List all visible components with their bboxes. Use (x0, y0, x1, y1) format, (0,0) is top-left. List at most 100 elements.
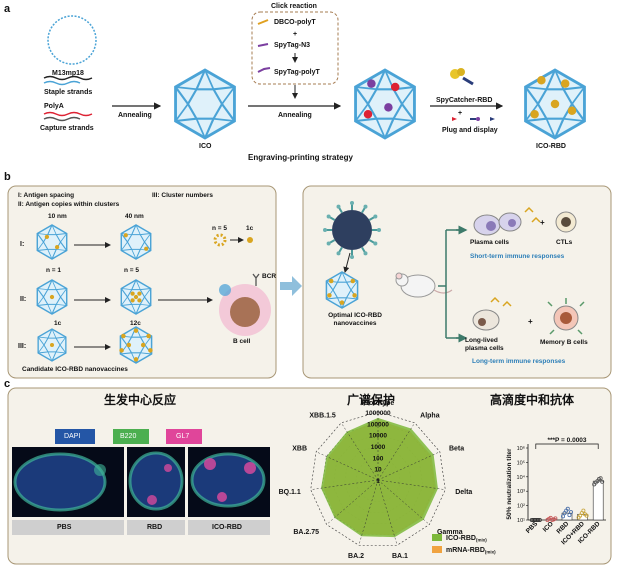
annealing-1-label: Annealing (118, 112, 152, 119)
ico-engraved-icon (354, 68, 416, 140)
rbd-cluster-icon (213, 233, 253, 247)
radar-axis-label: BA.2 (348, 553, 364, 560)
tissue-pbs (13, 452, 107, 512)
group-rbd-label: RBD (147, 524, 163, 531)
titer-point (598, 476, 603, 481)
plus-long: + (528, 317, 533, 326)
ico-label: ICO (199, 143, 212, 150)
row1-label: I: (20, 241, 25, 248)
radar-spoke (377, 451, 440, 481)
stain-b220-swatch (113, 429, 149, 444)
candidate-label: Candidate ICO-RBD nanovaccines (22, 366, 128, 373)
radar-spoke (377, 479, 398, 546)
titer-point (561, 514, 566, 519)
mouse-icon (395, 272, 453, 298)
candidate-icos (36, 224, 153, 364)
row3-label: III: (18, 343, 27, 350)
optimal-ico-icon (325, 271, 359, 309)
plug-display-label: Plug and display (442, 127, 498, 134)
radar-spoke (377, 479, 430, 525)
titer-point (581, 508, 586, 513)
radar-axis-label: XBB.1.5 (309, 412, 336, 419)
radar-axis-label: Gamma (437, 529, 463, 536)
click-item-plus: + (293, 31, 298, 38)
radar-ring-label: 1000000 (365, 410, 391, 417)
polya-label: PolyA (44, 103, 64, 110)
radar-axis-label: Beta (449, 446, 464, 453)
legend-swatch (432, 546, 442, 553)
click-reaction-box (251, 11, 339, 85)
radar-axis-label: Alpha (420, 412, 440, 419)
c1-top-label: 1c (246, 225, 254, 232)
staple-strands-icon (43, 75, 93, 86)
panel-b-big-arrow (280, 276, 302, 296)
radar-chart: 1000000100000100001000100101PrototypeAlp… (279, 400, 497, 560)
panel-b-left-box (7, 185, 277, 379)
staple-label: Staple strands (44, 89, 93, 96)
plus-short: + (540, 218, 545, 227)
gc-title: 生发中心反应 (104, 393, 177, 407)
spycatcher-rbd-icon (450, 68, 474, 86)
radar-ring-label: 10 (374, 467, 382, 474)
click-reaction-label: Click reaction (271, 3, 317, 10)
legend-label: mRNA-RBD(mix) (446, 547, 496, 555)
radar-ring-label: 100 (373, 455, 384, 462)
titer-point (567, 513, 572, 518)
dbco-polyt-icon (257, 19, 269, 25)
m13-label: M13mp18 (52, 70, 84, 77)
n1-label: n = 1 (46, 267, 61, 274)
stain-b220-label: B220 (120, 433, 137, 440)
capture-label: Capture strands (40, 125, 94, 132)
stain-dapi-label: DAPI (64, 433, 81, 440)
radar-ring-label: 10000 (369, 433, 387, 440)
m13-scaffold-icon (47, 15, 97, 65)
y-axis-label: 50% neutralization titer (506, 448, 513, 520)
ctls-label: CTLs (556, 239, 573, 246)
significance-label: ***P = 0.0003 (547, 437, 586, 444)
radar-spoke (316, 451, 379, 481)
y-tick-label: 10⁴ (517, 474, 526, 481)
annealing-2-label: Annealing (278, 112, 312, 119)
y-tick-label: 10² (517, 504, 525, 510)
titer-point (536, 518, 541, 523)
radar-series-area (321, 417, 438, 538)
spytag-n3-icon (257, 43, 269, 47)
click-item-spytag-n3: SpyTag-N3 (274, 42, 311, 49)
y-tick-label: 10⁵ (517, 459, 525, 466)
bcell-label: B cell (233, 338, 251, 345)
stain-gl7-label: GL7 (176, 433, 190, 440)
virus-icon (323, 201, 381, 259)
row2-label: II: (20, 296, 27, 303)
titer-bar (561, 512, 573, 521)
radar-spoke (377, 422, 415, 481)
titer-point (565, 506, 570, 511)
ico-icon (174, 68, 236, 140)
plus-label: + (458, 110, 463, 117)
high-titer-title: 高滴度中和抗体 (490, 393, 575, 407)
bcr-label: BCR (262, 273, 277, 280)
legend-label: ICO-RBD(mix) (446, 535, 487, 543)
titer-point (537, 518, 542, 523)
capture-strands-icon (43, 111, 93, 122)
titer-point (569, 510, 574, 515)
label-bar-ico-rbd (188, 520, 270, 535)
titer-point (600, 479, 605, 484)
radar-ring-label: 1000 (371, 444, 386, 451)
c12-label: 12c (130, 320, 141, 327)
short-term-label: Short-term immune responses (470, 253, 565, 260)
radar-ring-label: 1 (376, 478, 380, 485)
panel-b-letter: b (4, 171, 11, 183)
long-lived-plasma-icon (472, 296, 512, 331)
plasma-cells-label: Plasma cells (470, 239, 510, 246)
radar-spoke (310, 479, 379, 490)
legend-copies: II: Antigen copies within clusters (18, 201, 120, 208)
y-tick-label: 10⁶ (517, 445, 525, 452)
radar-axis-label: XBB (292, 446, 307, 453)
ctls-icon (555, 211, 577, 233)
radar-axis-label: Prototype (362, 400, 395, 407)
plug-icons (452, 117, 495, 121)
legend-clusters: III: Cluster numbers (152, 192, 214, 199)
broad-title: 广谱保护 (347, 393, 396, 407)
